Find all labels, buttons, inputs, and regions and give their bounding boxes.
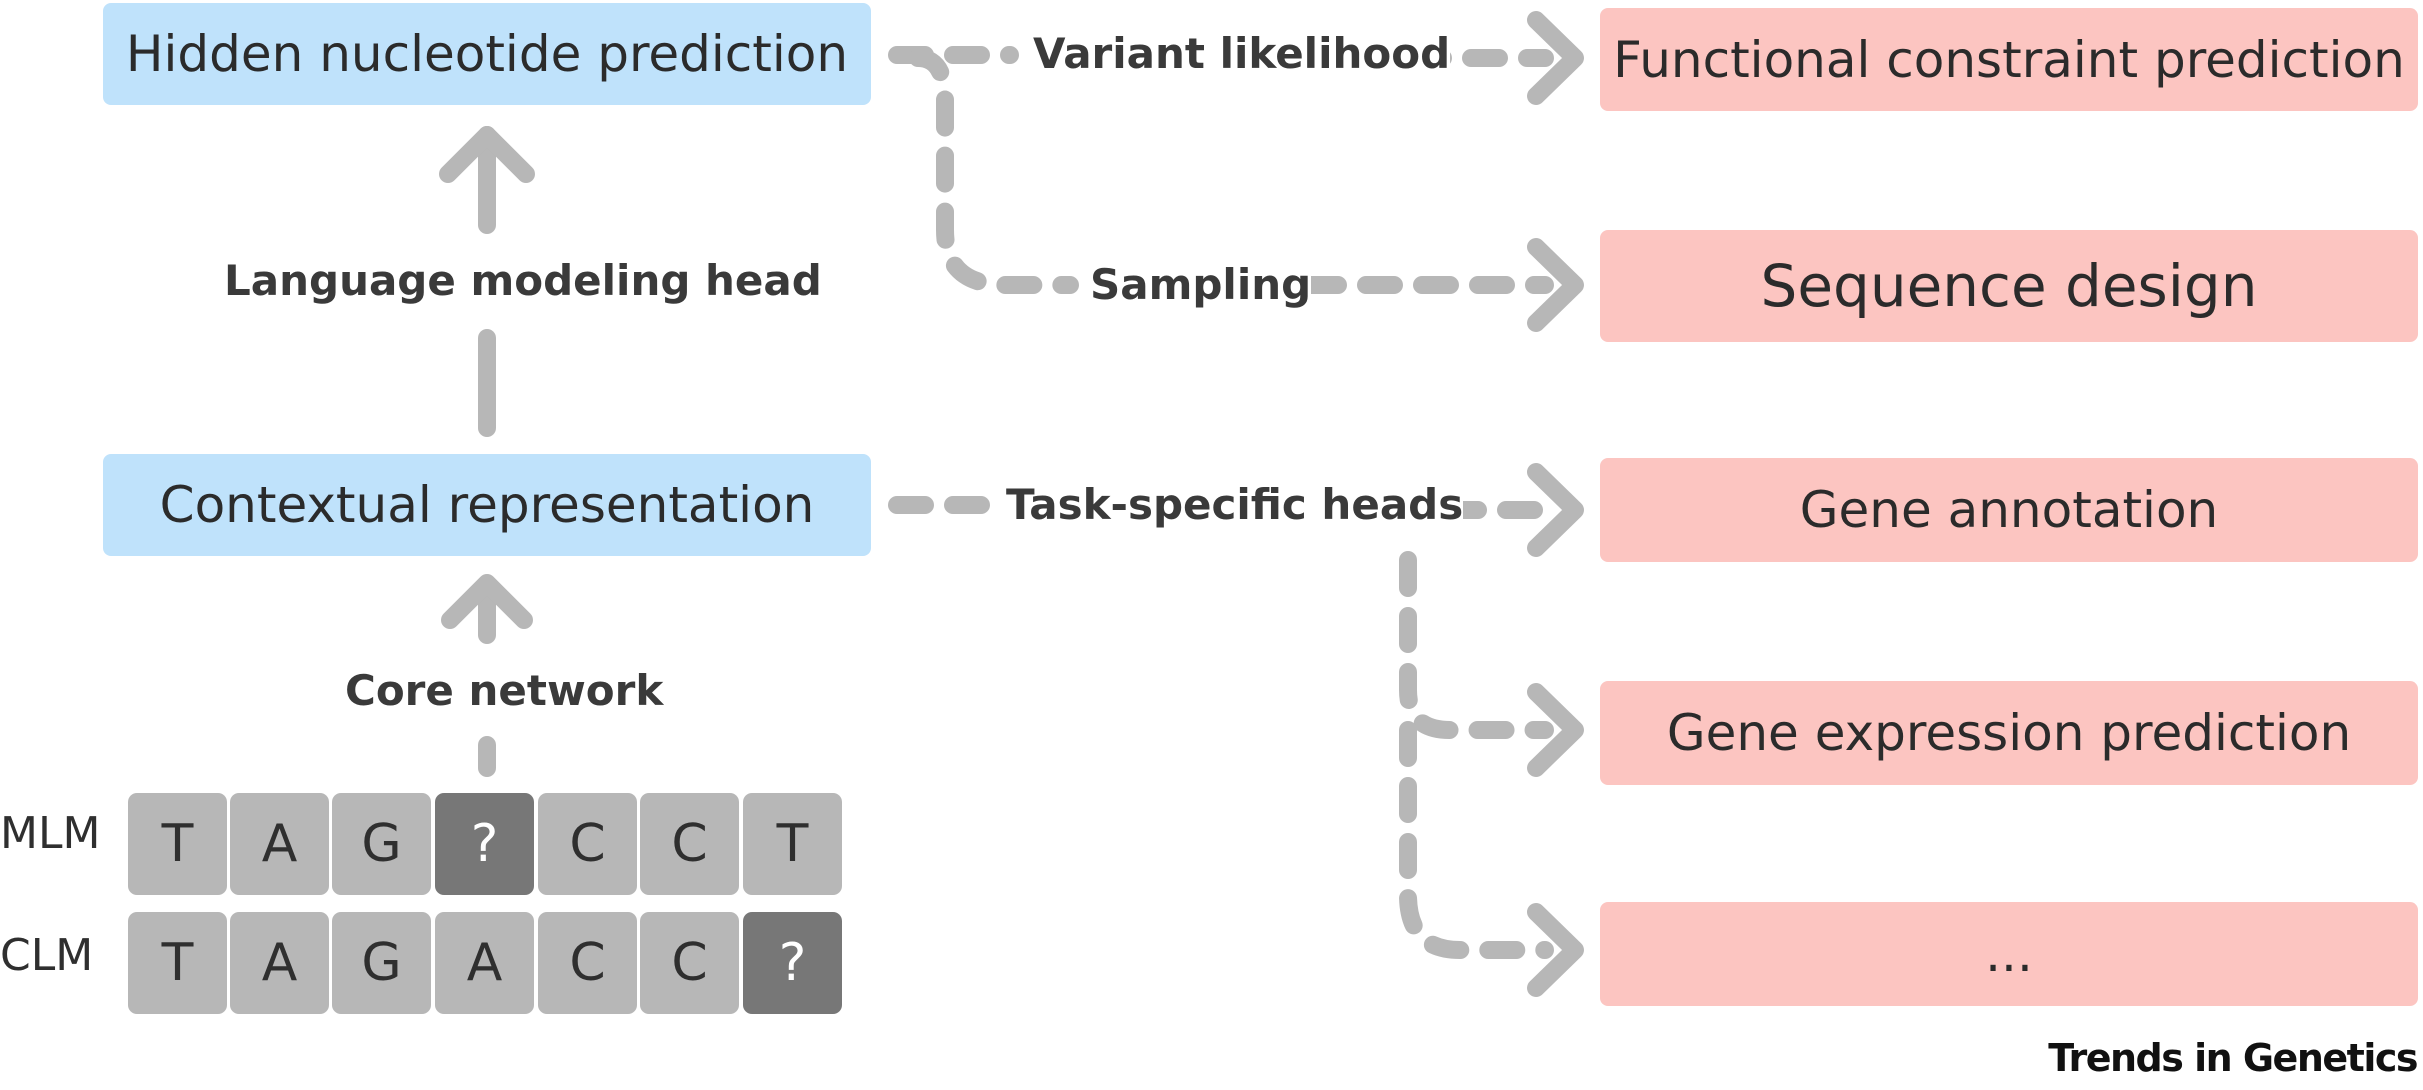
clm-token: C: [640, 912, 739, 1014]
mlm-token: T: [128, 793, 227, 895]
hidden-nucleotide-prediction-box: Hidden nucleotide prediction: [103, 3, 871, 105]
more-tasks-arrowhead: [1527, 903, 1584, 997]
journal-brand: Trends in Genetics: [2048, 1036, 2418, 1080]
clm-token: A: [230, 912, 329, 1014]
lm-head-arrowhead: [439, 126, 535, 183]
contextual-representation-box: Contextual representation: [103, 454, 871, 556]
variant-likelihood-arrowhead: [1527, 11, 1584, 105]
sampling-arrowhead: [1527, 238, 1584, 332]
core-network-label: Core network: [345, 666, 664, 715]
clm-token: T: [128, 912, 227, 1014]
task-specific-heads-label: Task-specific heads: [1006, 480, 1464, 529]
clm-masked-token: ?: [743, 912, 842, 1014]
sequence-design-box: Sequence design: [1600, 230, 2418, 342]
clm-label: CLM: [0, 930, 94, 981]
sampling-connector: [909, 49, 1554, 294]
language-modeling-head-label: Language modeling head: [224, 256, 822, 305]
clm-token: C: [538, 912, 637, 1014]
mlm-token: T: [743, 793, 842, 895]
task-heads-connector: [888, 496, 1554, 959]
mlm-token: C: [640, 793, 739, 895]
gene-annotation-arrowhead: [1527, 463, 1584, 557]
mlm-token: A: [230, 793, 329, 895]
core-network-arrowhead: [441, 574, 533, 629]
mlm-masked-token: ?: [435, 793, 534, 895]
mlm-label: MLM: [0, 808, 101, 859]
gene-expression-arrowhead: [1527, 683, 1584, 777]
clm-token: G: [332, 912, 431, 1014]
mlm-token: C: [538, 793, 637, 895]
sampling-label: Sampling: [1090, 260, 1312, 309]
more-tasks-box: ...: [1600, 902, 2418, 1006]
functional-constraint-prediction-box: Functional constraint prediction: [1600, 8, 2418, 111]
mlm-token: G: [332, 793, 431, 895]
gene-annotation-box: Gene annotation: [1600, 458, 2418, 562]
clm-token: A: [435, 912, 534, 1014]
variant-likelihood-label: Variant likelihood: [1033, 29, 1451, 78]
gene-expression-prediction-box: Gene expression prediction: [1600, 681, 2418, 785]
